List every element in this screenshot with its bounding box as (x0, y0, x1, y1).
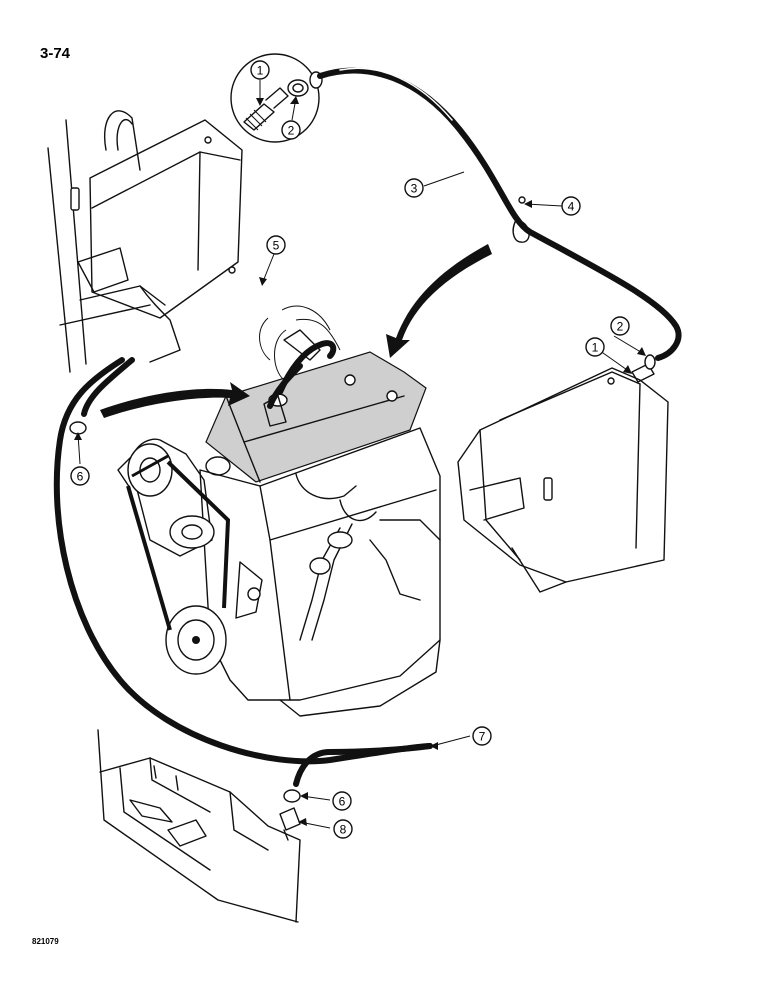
svg-text:2: 2 (288, 124, 295, 138)
upper-left-tank (47, 110, 243, 373)
leader-lines (74, 80, 646, 829)
callout-4: 4 (561, 196, 581, 216)
callout-7: 7 (472, 726, 492, 746)
callout-5: 5 (266, 235, 286, 255)
page-number: 3-74 (40, 45, 71, 62)
svg-text:1: 1 (592, 341, 599, 355)
svg-text:6: 6 (339, 795, 346, 809)
svg-text:7: 7 (479, 730, 486, 744)
svg-text:1: 1 (257, 64, 264, 78)
callout-1-tank: 1 (585, 337, 605, 357)
lower-mounting-plate (97, 729, 301, 923)
arrow-to-engine-top (386, 244, 492, 358)
figure-number: 821079 (32, 937, 59, 946)
callout-3: 3 (404, 178, 424, 198)
arrow-to-engine-left (100, 382, 250, 418)
upper-hose (317, 67, 682, 383)
callout-2-tank: 2 (610, 316, 630, 336)
callout-6-upper: 6 (70, 466, 90, 486)
svg-text:4: 4 (568, 200, 575, 214)
detail-circle (230, 53, 323, 143)
right-tank (457, 367, 669, 593)
callout-8: 8 (333, 819, 353, 839)
svg-text:6: 6 (77, 470, 84, 484)
svg-text:3: 3 (411, 182, 418, 196)
svg-text:5: 5 (273, 239, 280, 253)
callout-6-lower: 6 (332, 791, 352, 811)
svg-text:2: 2 (617, 320, 624, 334)
callout-1-detail: 1 (250, 60, 270, 80)
engine (117, 305, 441, 717)
lower-hose (53, 357, 433, 841)
svg-text:8: 8 (340, 823, 347, 837)
callout-2-detail: 2 (281, 120, 301, 140)
